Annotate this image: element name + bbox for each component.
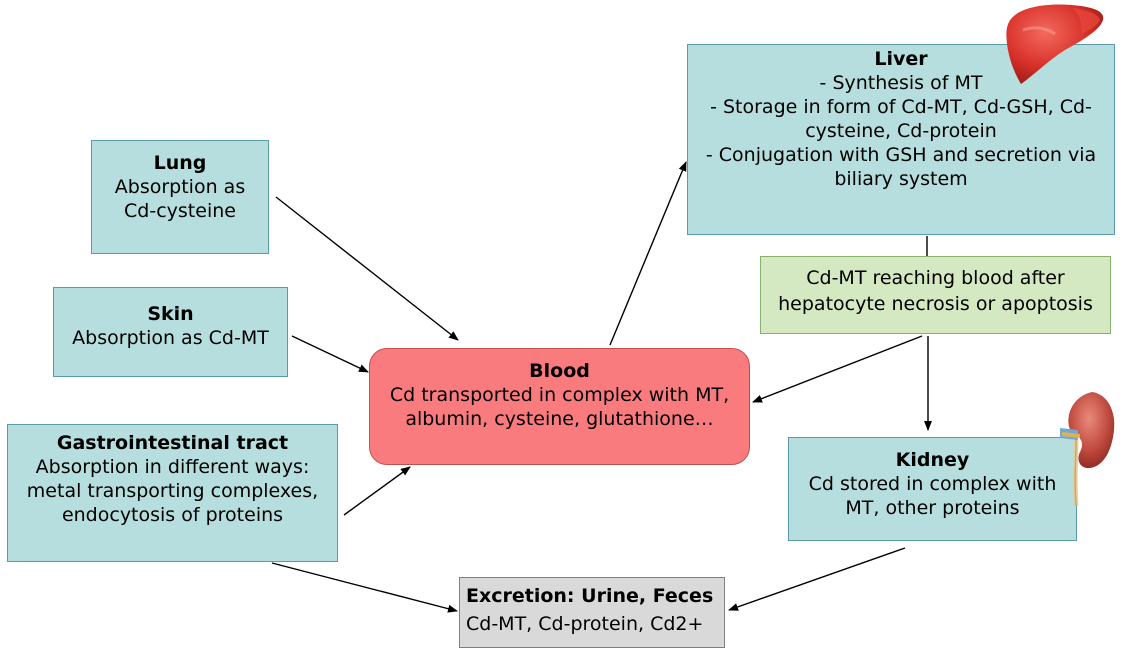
note-line: Cd-MT reaching blood after: [806, 267, 1065, 289]
blood-line: Cd transported in complex with MT,: [389, 384, 730, 406]
blood-box: Blood Cd transported in complex with MT,…: [369, 348, 750, 465]
arrow-skin-to-blood: [291, 335, 369, 373]
blood-line: albumin, cysteine, glutathione…: [405, 408, 714, 430]
liver-box: Liver - Synthesis of MT - Storage in for…: [687, 44, 1115, 235]
arrow-kidney-to-excretion: [728, 547, 906, 611]
blood-title: Blood: [529, 360, 590, 382]
gi-tract-line: Absorption in different ways:: [35, 456, 310, 478]
liver-line: biliary system: [834, 168, 968, 190]
kidney-line: Cd stored in complex with: [808, 473, 1057, 495]
gi-tract-title: Gastrointestinal tract: [56, 432, 289, 454]
lung-title: Lung: [153, 152, 207, 174]
liver-organ-icon: [1006, 4, 1104, 84]
liver-line: - Conjugation with GSH and secretion via: [705, 144, 1097, 166]
excretion-title: Excretion: Urine, Feces: [466, 585, 714, 607]
lung-box: Lung Absorption as Cd-cysteine: [91, 140, 269, 254]
lung-line: Absorption as: [114, 176, 246, 198]
liver-line: - Storage in form of Cd-MT, Cd-GSH, Cd-: [710, 96, 1092, 118]
kidney-organ-icon: [1060, 392, 1115, 507]
gi-tract-box: Gastrointestinal tract Absorption in dif…: [7, 424, 338, 562]
arrow-lung-to-blood: [275, 196, 459, 341]
hepatocyte-note-box: Cd-MT reaching blood after hepatocyte ne…: [760, 256, 1111, 334]
kidney-line: MT, other proteins: [845, 497, 1020, 519]
arrow-blood-to-liver: [609, 161, 687, 346]
kidney-title: Kidney: [895, 449, 970, 471]
skin-line: Absorption as Cd-MT: [72, 327, 269, 349]
gi-tract-line: endocytosis of proteins: [61, 504, 284, 526]
arrow-gi-to-blood: [343, 466, 411, 516]
arrow-note-to-blood: [752, 335, 923, 403]
liver-line: - Synthesis of MT: [819, 72, 983, 94]
skin-title: Skin: [147, 303, 194, 325]
lung-line: Cd-cysteine: [124, 200, 236, 222]
kidney-box: Kidney Cd stored in complex with MT, oth…: [788, 437, 1077, 541]
skin-box: Skin Absorption as Cd-MT: [53, 287, 288, 377]
liver-title: Liver: [874, 48, 928, 70]
liver-line: cysteine, Cd-protein: [805, 120, 997, 142]
gi-tract-line: metal transporting complexes,: [26, 480, 319, 502]
excretion-line: Cd-MT, Cd-protein, Cd2+: [466, 613, 704, 635]
arrow-gi-to-excretion: [271, 562, 458, 613]
note-line: hepatocyte necrosis or apoptosis: [778, 293, 1093, 315]
excretion-box: Excretion: Urine, Feces Cd-MT, Cd-protei…: [459, 577, 725, 648]
